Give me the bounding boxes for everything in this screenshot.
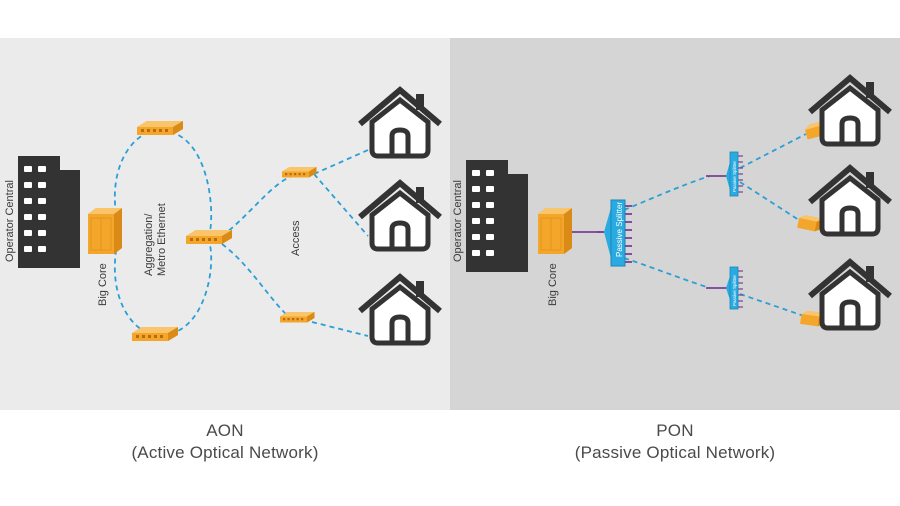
aon-aggregation-switch-bottom-icon — [132, 327, 178, 341]
pon-house-icon-1 — [810, 78, 890, 144]
aon-access-switch-top-icon — [282, 167, 317, 178]
aon-house-icon-2 — [360, 183, 440, 249]
pon-caption-subtitle: (Passive Optical Network) — [574, 443, 776, 462]
aon-big-core-label: Big Core — [97, 263, 109, 306]
pon-big-core-label: Big Core — [547, 263, 559, 306]
pon-caption-title: PON — [656, 421, 694, 440]
pon-house-icon-2 — [810, 168, 890, 234]
pon-building-icon — [466, 160, 528, 272]
pon-small-splitter-bottom-icon — [706, 266, 743, 310]
aon-building-icon — [18, 156, 80, 268]
aon-house-icon-3 — [360, 277, 440, 343]
aon-aggregation-label-line1: Aggregation/ — [143, 213, 155, 276]
aon-core-cabinet-icon — [87, 207, 123, 255]
pon-small-splitter-top-icon — [706, 151, 743, 197]
aon-aggregation-switch-top-icon — [137, 121, 183, 135]
pon-caption: PON (Passive Optical Network) — [450, 420, 900, 464]
aon-links — [113, 131, 369, 337]
aon-caption: AON (Active Optical Network) — [0, 420, 450, 464]
pon-core-cabinet-icon — [537, 207, 573, 255]
aon-access-switch-bottom-icon — [280, 312, 315, 323]
aon-house-icon-1 — [360, 90, 440, 156]
pon-main-splitter-icon — [597, 199, 632, 267]
aon-operator-central-label: Operator Central — [4, 180, 16, 262]
aon-aggregation-switch-center-icon — [186, 230, 232, 244]
aon-aggregation-label-line2: Metro Ethernet — [156, 203, 168, 276]
pon-links — [572, 133, 807, 317]
aon-access-label: Access — [290, 220, 302, 256]
pon-small-splitter-top-label: Passive Splitter — [732, 160, 737, 192]
pon-small-splitter-bottom-label: Passive Splitter — [732, 274, 737, 306]
aon-caption-title: AON — [206, 421, 244, 440]
pon-passive-splitter-label: Passive Splitter — [615, 202, 624, 257]
pon-operator-central-label: Operator Central — [452, 180, 464, 262]
pon-house-icon-3 — [810, 262, 890, 328]
aon-caption-subtitle: (Active Optical Network) — [131, 443, 319, 462]
